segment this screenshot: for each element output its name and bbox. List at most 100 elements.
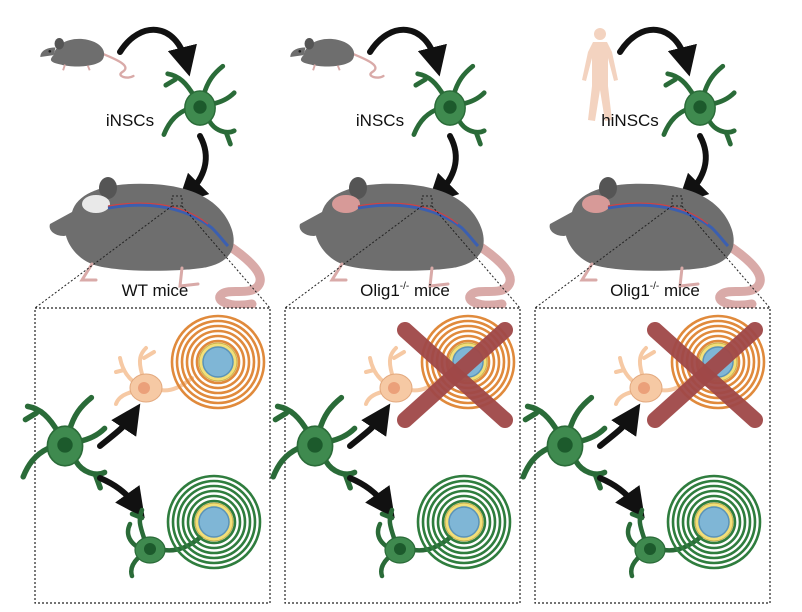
arrow-to-myelinating-cell: [97, 475, 145, 519]
nsc-process: [593, 472, 603, 491]
glia-process: [379, 555, 391, 579]
blocked-cross: [647, 322, 763, 428]
myelin-ring: [436, 494, 492, 550]
transplanted-nsc: [161, 63, 237, 147]
oligo-process: [387, 346, 398, 376]
myelin-ring: [681, 489, 747, 555]
nsc-process: [207, 118, 237, 135]
nsc-process: [343, 472, 353, 491]
host-brain: [82, 195, 110, 213]
nsc-process: [411, 107, 439, 137]
myelin-ring: [686, 494, 742, 550]
glia-process: [379, 511, 395, 521]
oligo-process: [364, 368, 376, 374]
host-feet: [79, 262, 200, 288]
oligo-process: [364, 390, 384, 406]
glia-process: [375, 521, 389, 549]
nsc-process: [663, 77, 678, 88]
transplant-derived-glia: [625, 507, 705, 579]
glia-process: [637, 507, 647, 541]
mouse-feet: [62, 64, 91, 71]
donor-label: iNSCs: [356, 111, 404, 130]
host-label-text: Olig1: [610, 281, 650, 300]
mouse-body: [50, 38, 105, 67]
myelin-ring: [675, 319, 761, 405]
donor-human: [582, 28, 618, 121]
oligo-process: [642, 350, 656, 360]
host-label-sup: -/-: [400, 281, 409, 292]
transplant-myelin-sheath: [416, 474, 512, 570]
host-label: Olig1-/- mice: [610, 281, 700, 300]
zoom-region: [671, 195, 683, 207]
host-label-sup: -/-: [650, 281, 659, 292]
nsc-process: [707, 118, 737, 135]
host-feet: [329, 262, 450, 288]
nsc-nucleus: [307, 437, 323, 453]
oligodendrocyte: [614, 346, 694, 406]
mouse-ear: [54, 38, 65, 50]
mouse-eye: [298, 49, 302, 53]
glia-nucleus: [144, 543, 156, 555]
mouse-tail: [99, 52, 135, 79]
myelin-ring: [416, 474, 512, 570]
myelin-ring: [176, 484, 252, 560]
blocked-cross: [397, 322, 513, 428]
arrow-to-myelinating-cell: [597, 475, 645, 519]
axon: [448, 506, 480, 538]
nsc-nucleus: [443, 100, 457, 114]
myelin-ring: [676, 484, 752, 560]
host-brain: [332, 195, 360, 213]
nsc-nucleus: [57, 437, 73, 453]
oligo-nucleus: [638, 382, 650, 394]
myelin-ring: [166, 474, 262, 570]
host-vessel: [357, 202, 459, 225]
transplant-arrow: [427, 133, 460, 205]
glia-nucleus: [644, 543, 656, 555]
nsc-process: [474, 131, 483, 147]
myelin-ring: [190, 334, 246, 390]
host-feet: [579, 262, 700, 288]
myelin-ring: [426, 484, 502, 560]
zoom-line-left: [34, 205, 173, 309]
nsc-process: [73, 458, 108, 477]
host-tail: [215, 235, 265, 310]
zoom-line-right: [181, 205, 271, 309]
nsc-process: [224, 131, 233, 147]
zoom-line-right: [681, 205, 771, 309]
host-mouse: [549, 177, 765, 310]
transplant-arrow: [677, 133, 710, 205]
nsc-process: [270, 445, 302, 480]
host-ear: [349, 177, 367, 199]
axon: [198, 506, 230, 538]
myelin-ring: [420, 314, 516, 410]
nsc-process: [272, 410, 290, 423]
myelin-ring: [191, 499, 237, 545]
arrow-to-oligodendrocyte: [97, 403, 141, 449]
myelin-ring: [171, 479, 257, 565]
nsc-process: [165, 71, 197, 99]
nsc-process: [413, 77, 428, 88]
myelin-ring: [185, 329, 251, 395]
nsc-process: [22, 410, 40, 423]
oligo-nucleus: [138, 382, 150, 394]
cross-stroke-2: [647, 322, 763, 428]
differentiating-nsc: [520, 394, 608, 491]
oligo-process: [614, 390, 634, 406]
arrow-to-oligodendrocyte: [347, 403, 391, 449]
nsc-process: [661, 107, 689, 137]
nsc-process: [522, 410, 540, 423]
host-label-text: WT mice: [122, 281, 189, 300]
oligo-process: [114, 368, 126, 374]
nsc-nucleus: [193, 100, 207, 114]
host-mouse: [299, 177, 515, 310]
host-ear: [599, 177, 617, 199]
human-head: [594, 28, 606, 40]
host-brain: [582, 195, 610, 213]
glia-process: [137, 507, 147, 541]
glia-process: [125, 521, 139, 549]
transplanted-nsc: [411, 63, 487, 147]
glia-process: [629, 511, 645, 521]
